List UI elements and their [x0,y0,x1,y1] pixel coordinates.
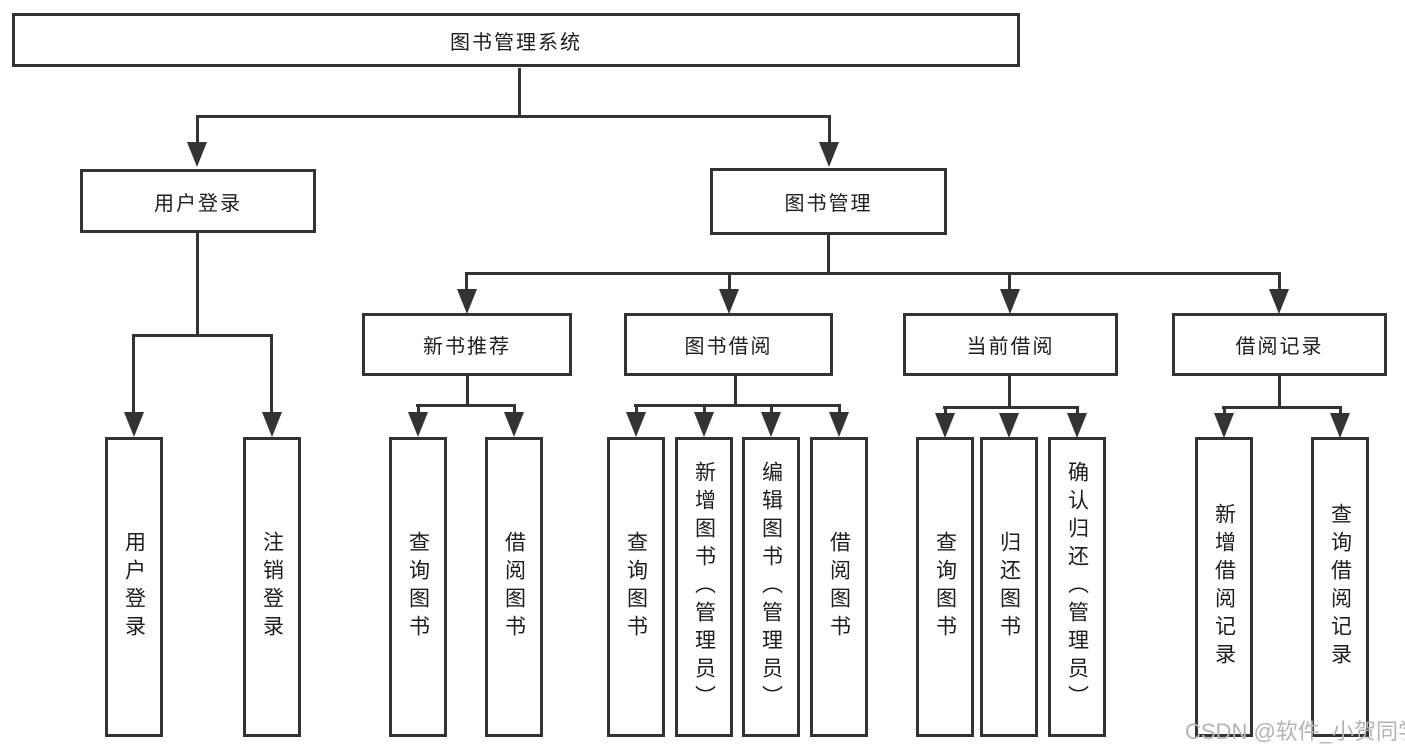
node-label: 图书管理系统 [450,31,582,54]
arrowhead-down-icon [1330,413,1350,438]
node-new-book-recommend: 新书推荐 [362,313,572,376]
node-leaf-rec-query-record: 查询借阅记录 [1311,437,1369,737]
node-library-system: 图书管理系统 [12,13,1020,67]
node-label: 查询图书 [933,531,957,643]
connector-line [634,404,841,407]
connector-line [518,68,521,117]
arrowhead-down-icon [626,412,646,437]
node-current-borrow: 当前借阅 [903,313,1118,376]
arrowhead-down-icon [187,142,207,167]
node-leaf-bw-edit-books-admin: 编辑图书（管理员） [742,437,800,737]
connector-line [1008,272,1011,291]
connector-line [417,404,420,416]
connector-line [270,334,273,414]
connector-line [416,404,516,407]
node-label: 用户登录 [122,531,146,643]
arrowhead-down-icon [504,412,524,437]
node-leaf-bw-query-books: 查询图书 [607,437,665,737]
connector-line [828,115,831,146]
node-label: 图书借阅 [684,336,773,358]
connector-line [1278,272,1281,291]
connector-line [943,406,1079,409]
node-label: 新增图书（管理员） [692,461,716,713]
connector-line [728,272,731,291]
arrowhead-down-icon [1269,289,1289,314]
arrowhead-down-icon [829,412,849,437]
node-leaf-cur-return-books: 归还图书 [980,437,1038,737]
node-leaf-rec-add-record: 新增借阅记录 [1195,437,1253,737]
node-label: 用户登录 [154,192,242,215]
connector-line [513,404,516,416]
connector-line [465,272,468,291]
connector-line [734,376,737,407]
connector-line [838,404,841,416]
connector-line [1223,406,1226,418]
node-label: 借阅图书 [827,531,851,643]
node-leaf-nb-query-books: 查询图书 [389,437,447,737]
node-label: 确认归还（管理员） [1065,461,1089,713]
arrowhead-down-icon [1000,289,1020,314]
connector-line [465,272,1281,275]
arrowhead-down-icon [124,412,144,437]
connector-line [132,334,273,337]
connector-line [466,376,469,407]
node-borrow-records: 借阅记录 [1172,313,1387,376]
node-leaf-cur-query-books: 查询图书 [916,437,974,737]
node-book-borrow: 图书借阅 [624,313,833,376]
node-label: 查询图书 [406,531,430,643]
arrowhead-down-icon [457,289,477,314]
node-leaf-bw-add-books-admin: 新增图书（管理员） [675,437,733,737]
connector-line [196,115,199,146]
arrowhead-down-icon [694,412,714,437]
arrowhead-down-icon [761,412,781,437]
csdn-watermark: CSDN @软件_小贺同学 [1185,719,1405,744]
connector-line [196,233,199,337]
connector-line [827,235,830,275]
node-leaf-nb-borrow-books: 借阅图书 [485,437,543,737]
connector-line [1008,376,1011,409]
node-label: 借阅记录 [1235,336,1324,358]
node-label: 新增借阅记录 [1212,503,1236,671]
connector-line [1278,376,1281,409]
arrowhead-down-icon [935,413,955,438]
arrowhead-down-icon [719,289,739,314]
node-book-management: 图书管理 [710,168,947,235]
node-user-login: 用户登录 [80,169,316,233]
node-label: 归还图书 [997,531,1021,643]
node-label: 新书推荐 [423,336,511,358]
arrowhead-down-icon [408,412,428,437]
node-label: 借阅图书 [502,531,526,643]
arrowhead-down-icon [819,142,839,167]
arrowhead-down-icon [999,413,1019,438]
node-leaf-user-login: 用户登录 [105,437,163,737]
connector-line [132,334,135,414]
arrowhead-down-icon [1067,413,1087,438]
connector-line [1222,406,1342,409]
connector-line [196,115,831,118]
node-label: 当前借阅 [966,336,1055,358]
connector-line [703,404,706,416]
arrowhead-down-icon [262,412,282,437]
connector-line [770,404,773,416]
node-leaf-cur-confirm-return-admin: 确认归还（管理员） [1048,437,1106,737]
connector-line [1076,406,1079,418]
arrowhead-down-icon [1214,413,1234,438]
node-label: 编辑图书（管理员） [759,461,783,713]
node-label: 图书管理 [784,193,873,215]
node-leaf-bw-borrow-books: 借阅图书 [810,437,868,737]
connector-line [635,404,638,416]
connector-line [944,406,947,418]
node-label: 查询借阅记录 [1328,503,1352,671]
node-label: 注销登录 [260,531,284,643]
connector-line [1339,406,1342,418]
node-label: 查询图书 [624,531,648,643]
node-leaf-logout: 注销登录 [243,437,301,737]
